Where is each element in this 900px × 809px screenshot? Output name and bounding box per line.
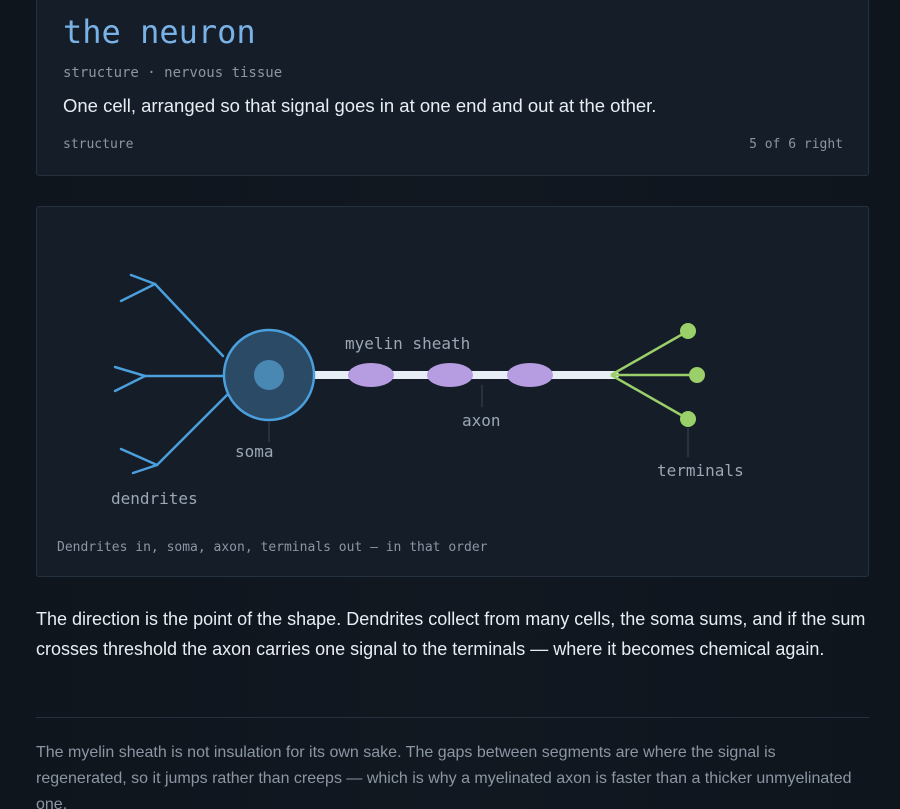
score-badge: 5 of 6 right <box>749 137 843 152</box>
axon-terminals <box>610 323 705 427</box>
label-axon: axon <box>462 411 501 430</box>
neuron-diagram: myelin sheath axon soma dendrites termin… <box>111 273 744 508</box>
myelin-segment <box>507 363 553 387</box>
terminal-branch <box>610 373 689 421</box>
explanation-paragraph: The direction is the point of the shape.… <box>36 609 866 659</box>
label-soma: soma <box>235 442 274 461</box>
figure-caption: Dendrites in, soma, axon, terminals out … <box>57 540 488 555</box>
myelin-sheath <box>348 363 553 387</box>
label-myelin-sheath: myelin sheath <box>345 334 470 353</box>
terminal-bouton <box>680 411 696 427</box>
divider <box>36 717 869 718</box>
terminal-bouton <box>689 367 705 383</box>
leader-lines <box>268 385 689 457</box>
topic-tag: structure <box>63 137 134 152</box>
dendrite-twig <box>129 273 157 286</box>
lede-text: One cell, arranged so that signal goes i… <box>63 95 657 116</box>
dendrite-twig <box>131 463 159 475</box>
dendrites <box>113 273 229 475</box>
dendrite-twig <box>119 282 157 303</box>
dendrite-branch <box>155 393 229 467</box>
dendrite-branch <box>153 282 225 358</box>
label-terminals: terminals <box>657 461 744 480</box>
nucleus <box>254 360 284 390</box>
dendrite-twig <box>113 365 147 378</box>
myelin-segment <box>427 363 473 387</box>
terminal-branch <box>610 329 689 377</box>
page-subtitle: structure · nervous tissue <box>63 65 283 81</box>
terminal-bouton <box>680 323 696 339</box>
page-title: the neuron <box>63 13 256 51</box>
myelin-segment <box>348 363 394 387</box>
header-card: the neuron structure · nervous tissue On… <box>36 0 869 176</box>
label-dendrites: dendrites <box>111 489 198 508</box>
dendrite-twig <box>119 447 159 467</box>
neuron-figure-card: myelin sheath axon soma dendrites termin… <box>36 206 869 577</box>
myelin-note: The myelin sheath is not insulation for … <box>36 744 852 809</box>
dendrite-twig <box>113 374 147 393</box>
